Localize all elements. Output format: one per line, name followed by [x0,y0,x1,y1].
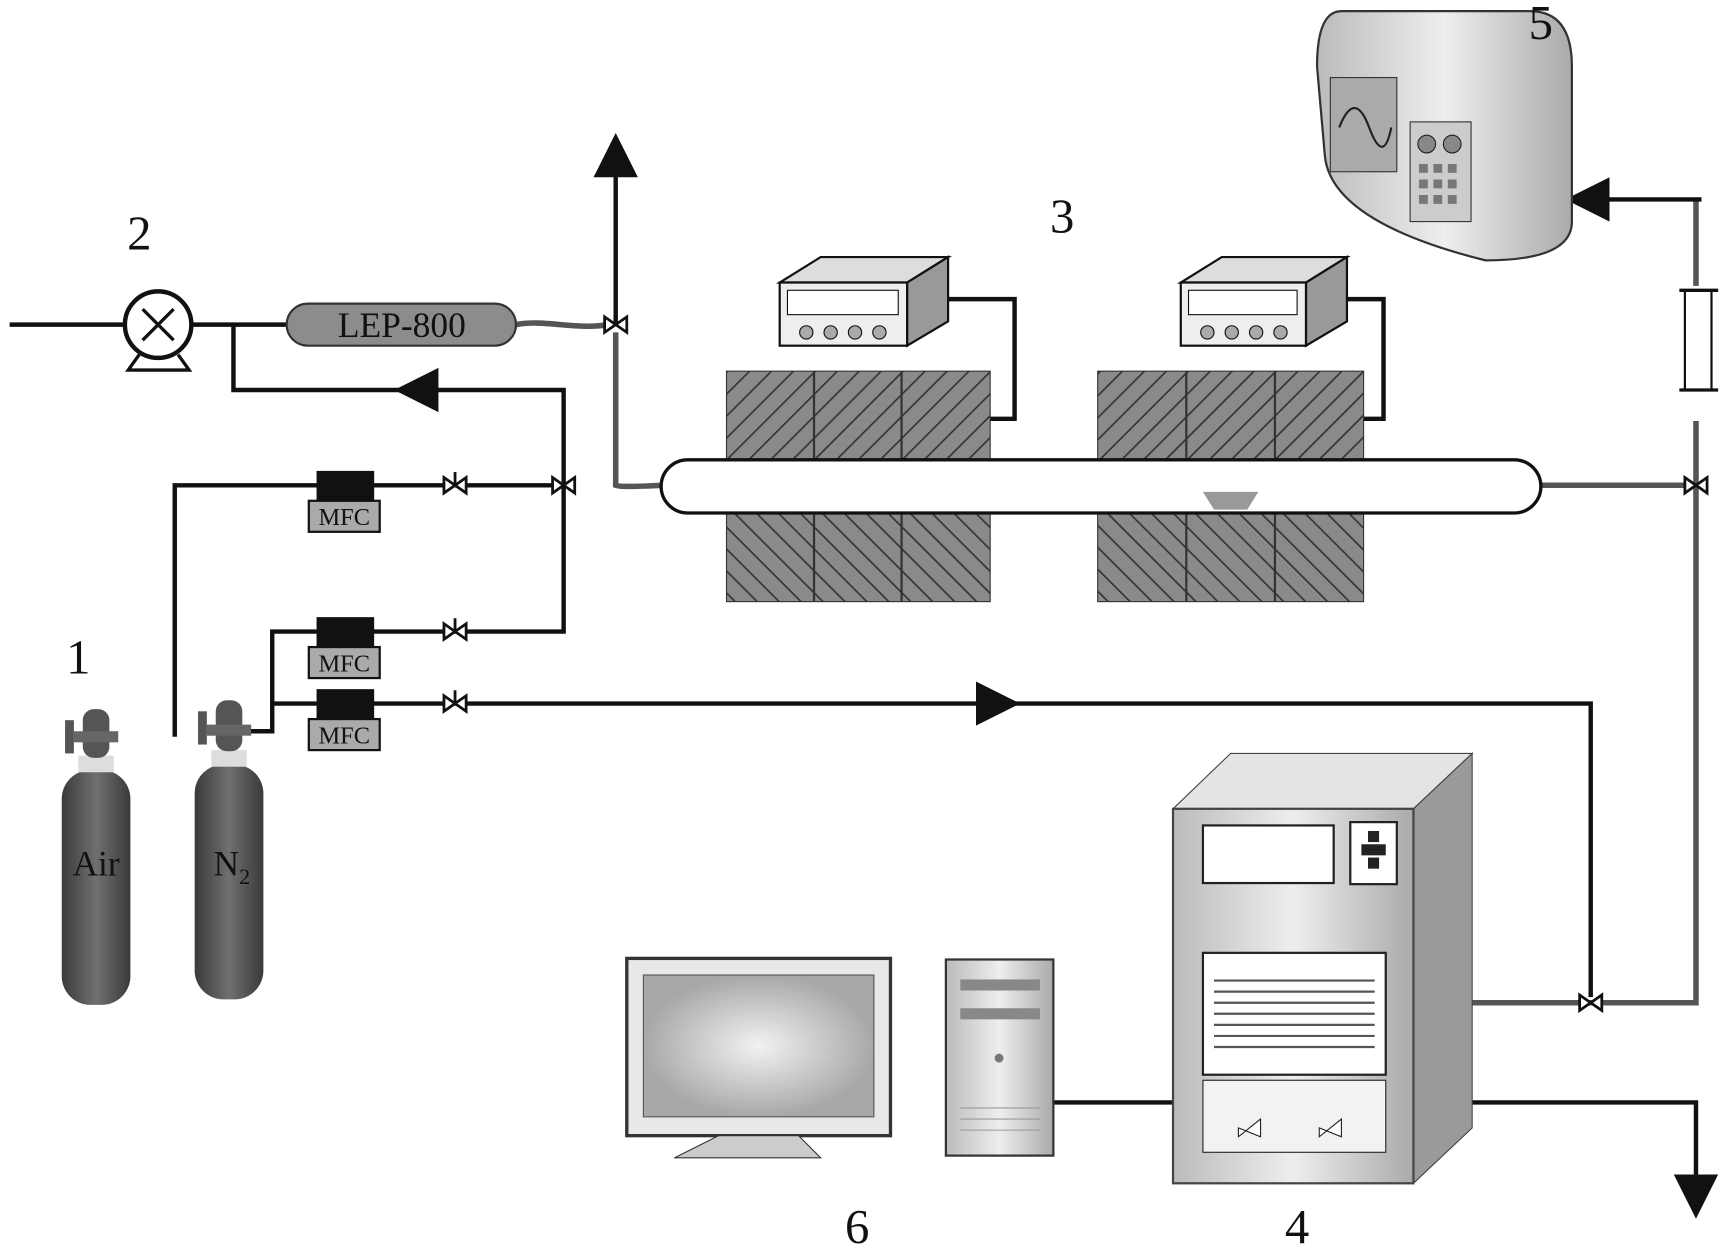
air-cylinder: Air [61,709,131,1005]
valve-icon [442,618,468,642]
mfc-3: MFC [307,689,381,752]
temperature-controllers [775,255,1351,348]
valve-icon [1683,474,1709,496]
mfc-label: MFC [319,650,370,677]
gas-analyzer [1315,9,1573,262]
valves [442,311,1709,1014]
tube-furnace [659,370,1543,603]
n2-cylinder: N2 [194,700,264,1000]
valve-icon [551,474,577,496]
mfc-label: MFC [319,722,370,749]
pump-icon [122,289,194,372]
valve-icon [603,311,629,336]
valve-icon [1578,992,1604,1014]
temp-controller-1 [775,255,952,348]
gas-lines [9,132,1719,1219]
mfc-1: MFC [307,470,381,533]
mfc-label: MFC [319,504,370,531]
number-labels: 1 2 3 4 5 6 [66,0,1553,1252]
temp-controller-2 [1176,255,1351,348]
n2-label: N2 [214,843,251,889]
label-6: 6 [845,1200,869,1252]
valve-icon [442,471,468,496]
inline-filter [1679,288,1719,392]
filter-label: LEP-800 [338,305,466,345]
gc-instrument [1171,752,1474,1185]
mfc-controllers: MFC MFC MFC [307,470,381,752]
valve-icon [442,690,468,714]
mfc-2: MFC [307,617,381,680]
lep-800-filter: LEP-800 [285,302,518,347]
computer [625,956,1055,1159]
label-3: 3 [1050,190,1074,244]
label-1: 1 [66,631,90,685]
air-label: Air [72,843,119,883]
label-5: 5 [1529,0,1553,50]
label-2: 2 [127,206,151,260]
sample-boat [1202,491,1259,510]
label-4: 4 [1285,1200,1309,1252]
